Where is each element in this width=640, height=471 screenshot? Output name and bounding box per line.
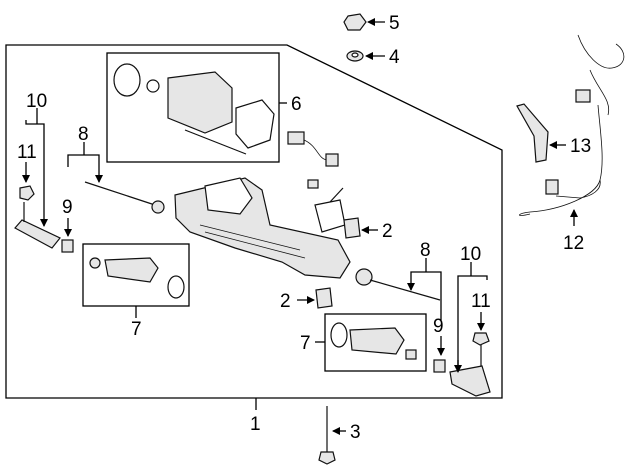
callout-8-right: 8 [420,240,431,261]
steering-gear-body [174,177,351,279]
callout-9-right: 9 [433,316,444,337]
callout-10-left: 10 [26,91,47,112]
bolt-part: 3 [318,406,361,465]
motor-cover [235,99,275,149]
callout-9-left: 9 [62,197,73,218]
callout-11-right: 11 [471,291,491,312]
bushing-lower: 2 [280,287,333,312]
outer-tie-rod-right: 9 10 11 [433,244,491,397]
motor-bolt [184,129,247,155]
callout-5: 5 [389,13,400,34]
callout-4: 4 [389,47,400,68]
boot-kit-right: 7 [300,313,427,372]
callout-11-left: 11 [17,142,37,163]
nut-part: 5 [343,13,400,34]
callout-1: 1 [250,414,261,435]
inner-tie-rod-left: 8 [67,124,165,214]
callout-13: 13 [570,136,591,157]
callout-12: 12 [563,233,584,254]
callout-10-right: 10 [460,244,481,265]
callout-7-right: 7 [300,333,311,354]
jam-nut-right [433,359,446,373]
inner-tie-rod-right: 8 [355,240,442,320]
callout-3: 3 [350,422,361,443]
washer-part: 4 [346,47,400,68]
motor-kit-group: 6 [106,52,302,163]
callout-2-lower: 2 [280,291,291,312]
callout-6: 6 [291,94,302,115]
bushing-upper: 2 [343,217,393,242]
outer-tie-rod-left: 10 11 9 [14,91,74,253]
motor-seal-ring [113,63,141,97]
boot-kit-left: 7 [82,243,190,340]
sensor-connector [287,131,339,189]
bracket-part: 13 [516,103,591,163]
assembly-frame [5,44,503,399]
motor-kit-box [106,52,280,163]
wire-harness-part: 12 [519,34,625,254]
callout-8-left: 8 [78,124,89,145]
callout-2-upper: 2 [382,221,393,242]
motor-bushing [146,79,160,93]
electric-motor [167,71,233,134]
callout-7-left: 7 [131,319,142,340]
jam-nut-left [61,239,74,253]
